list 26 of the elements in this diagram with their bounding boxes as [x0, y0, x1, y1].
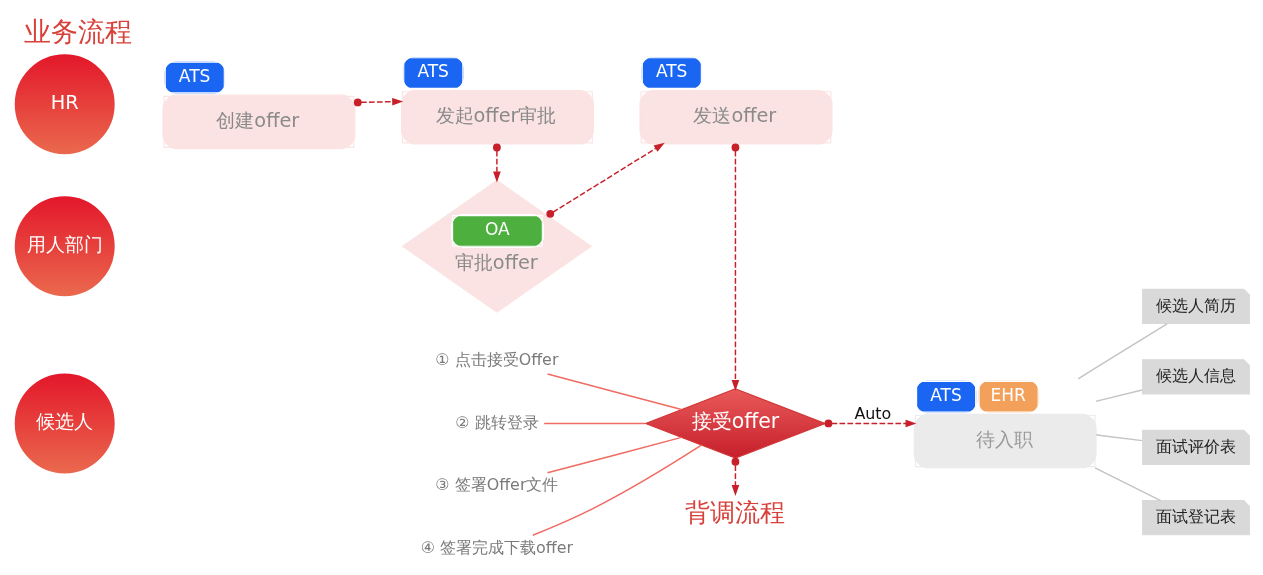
connector [1077, 322, 1168, 380]
diagram-title: 业务流程 [23, 15, 132, 47]
node-text: ③ 签署Offer文件 [435, 474, 559, 494]
node-text: ① 点击接受Offer [435, 349, 559, 369]
arrow [353, 97, 404, 106]
arrow [731, 457, 740, 496]
arrow [824, 419, 917, 427]
connector [532, 443, 703, 536]
edge-label: Auto [854, 403, 892, 423]
connector [1095, 388, 1143, 402]
connector [546, 372, 683, 410]
node-text: ④ 签署完成下载offer [420, 537, 574, 557]
node-circle: 候选人 [12, 370, 117, 476]
node-circle: HR [12, 51, 117, 157]
node-text: ② 跳转登录 [455, 412, 539, 432]
connector [543, 422, 646, 424]
arrow [546, 142, 665, 218]
node-text: 背调流程 [685, 497, 786, 527]
arrow [493, 143, 501, 182]
node-circle: 用人部门 [12, 193, 117, 298]
arrow [731, 143, 740, 391]
connector [1094, 466, 1162, 501]
connector [546, 436, 683, 474]
node-diamond: OA 审批offer [401, 179, 593, 313]
connector [1095, 433, 1143, 441]
node-diamond: 接受offer [644, 387, 827, 459]
